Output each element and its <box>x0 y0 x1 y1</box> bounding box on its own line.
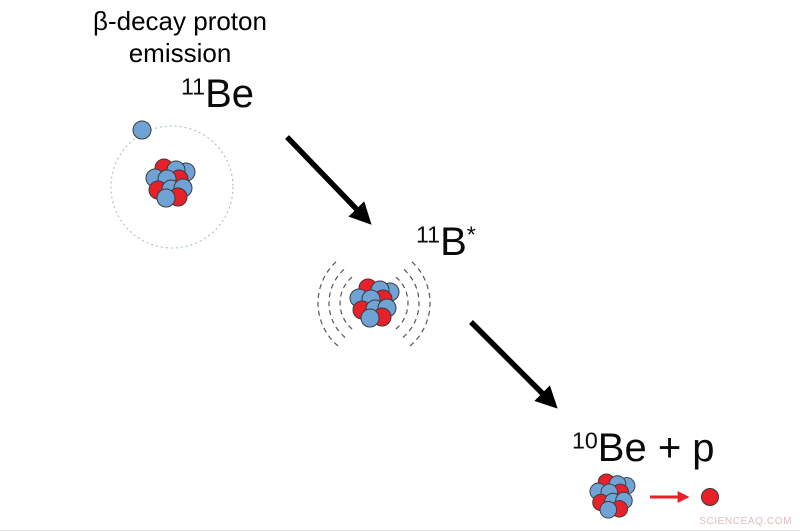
proton-emission-decay-arrow <box>469 320 558 409</box>
label-be10-plus-proton: 10Be + p <box>572 426 715 471</box>
nucleus-11be <box>145 158 196 208</box>
beta-decay-arrow <box>285 135 372 225</box>
element-symbol-11be: Be <box>205 72 255 116</box>
element-symbol-11b: B <box>440 220 467 264</box>
halo-neutron <box>132 120 152 140</box>
halo-orbit-circle <box>110 125 234 249</box>
diagram-title: β-decay proton emission <box>93 6 267 68</box>
label-be11: 11Be <box>181 72 254 117</box>
nucleus-10be <box>589 473 636 519</box>
emitted-proton <box>701 488 719 506</box>
excitation-arcs <box>317 259 431 347</box>
mass-number-11b: 11 <box>416 221 441 248</box>
label-b11-excited: 11B* <box>416 220 476 265</box>
excited-state-star: * <box>466 221 476 248</box>
nucleus-11b-excited <box>349 278 400 328</box>
mass-number-10be: 10 <box>572 427 598 454</box>
element-symbol-10be: Be + p <box>597 426 715 470</box>
mass-number-11be: 11 <box>181 73 206 100</box>
watermark: SCIENCEAQ.COM <box>699 516 792 527</box>
